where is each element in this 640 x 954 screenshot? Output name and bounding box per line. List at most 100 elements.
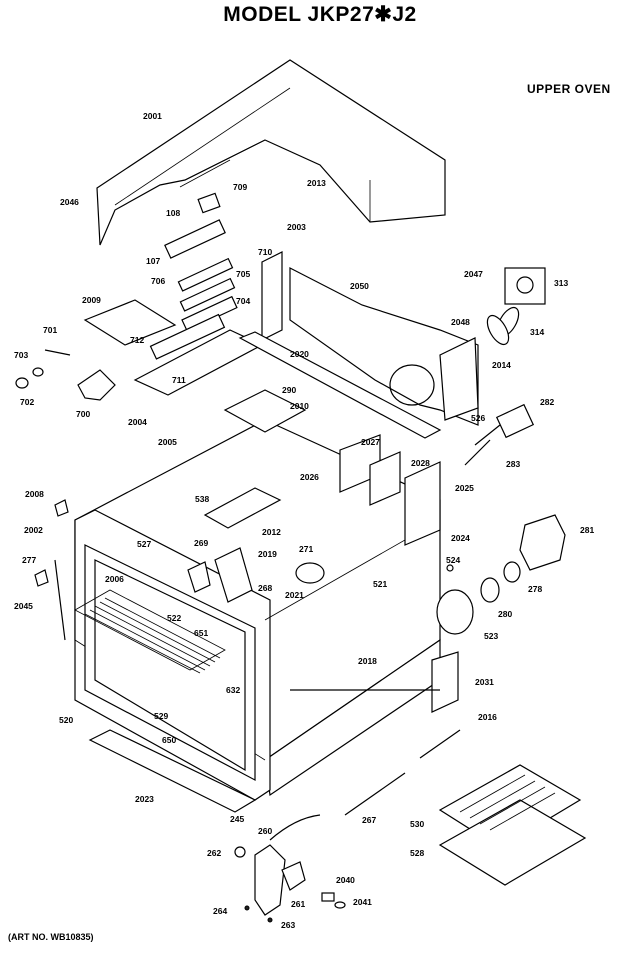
part-label-526: 526 — [471, 413, 485, 423]
part-label-704: 704 — [236, 296, 250, 306]
part-label-2008: 2008 — [25, 489, 44, 499]
part-label-651: 651 — [194, 628, 208, 638]
part-label-530: 530 — [410, 819, 424, 829]
top-panel-2001 — [96, 59, 446, 246]
part-label-2019: 2019 — [258, 549, 277, 559]
part-label-700: 700 — [76, 409, 90, 419]
part-524 — [446, 564, 454, 572]
part-label-2028: 2028 — [411, 458, 430, 468]
part-269 — [187, 561, 211, 593]
part-2031 — [431, 651, 459, 713]
part-label-2046: 2046 — [60, 197, 79, 207]
part-label-523: 523 — [484, 631, 498, 641]
part-label-277: 277 — [22, 555, 36, 565]
part-label-2010: 2010 — [290, 401, 309, 411]
part-label-282: 282 — [540, 397, 554, 407]
socket-278 — [503, 561, 521, 583]
part-label-2050: 2050 — [350, 281, 369, 291]
part-2019 — [214, 547, 253, 603]
part-label-2048: 2048 — [451, 317, 470, 327]
part-label-2027: 2027 — [361, 437, 380, 447]
part-label-2002: 2002 — [24, 525, 43, 535]
part-2040 — [321, 892, 335, 902]
part-label-650: 650 — [162, 735, 176, 745]
part-label-538: 538 — [195, 494, 209, 504]
part-label-269: 269 — [194, 538, 208, 548]
part-label-527: 527 — [137, 539, 151, 549]
part-label-2024: 2024 — [451, 533, 470, 543]
part-263 — [267, 917, 273, 923]
insulation-2009 — [83, 299, 177, 346]
bulb-280 — [480, 577, 500, 603]
part-2041 — [334, 901, 346, 909]
part-label-107: 107 — [146, 256, 160, 266]
part-label-108: 108 — [166, 208, 180, 218]
part-label-2005: 2005 — [158, 437, 177, 447]
duct-2012 — [203, 487, 282, 529]
part-label-520: 520 — [59, 715, 73, 725]
part-label-710: 710 — [258, 247, 272, 257]
part-label-711: 711 — [172, 375, 186, 385]
part-label-2031: 2031 — [475, 677, 494, 687]
panel-2014 — [439, 337, 479, 421]
part-2008 — [54, 499, 69, 517]
part-label-261: 261 — [291, 899, 305, 909]
hinge-261 — [254, 814, 321, 916]
part-label-264: 264 — [213, 906, 227, 916]
part-label-271: 271 — [299, 544, 313, 554]
model-title: MODEL JKP27✱J2 — [223, 3, 417, 26]
part-label-2004: 2004 — [128, 417, 147, 427]
element-282 — [464, 403, 535, 466]
part-labels: 2001201320467091087101072003706705205020… — [14, 111, 594, 930]
strip-2045 — [54, 559, 66, 641]
part-label-529: 529 — [154, 711, 168, 721]
part-label-2047: 2047 — [464, 269, 483, 279]
part-label-2025: 2025 — [455, 483, 474, 493]
part-label-280: 280 — [498, 609, 512, 619]
part-label-2013: 2013 — [307, 178, 326, 188]
part-701 — [44, 349, 71, 356]
part-label-267: 267 — [362, 815, 376, 825]
trim-2023 — [88, 729, 257, 813]
part-label-2014: 2014 — [492, 360, 511, 370]
part-label-632: 632 — [226, 685, 240, 695]
part-label-262: 262 — [207, 848, 221, 858]
part-label-702: 702 — [20, 397, 34, 407]
lens-523 — [436, 589, 474, 635]
part-label-528: 528 — [410, 848, 424, 858]
part-label-263: 263 — [281, 920, 295, 930]
part-label-2041: 2041 — [353, 897, 372, 907]
part-label-2009: 2009 — [82, 295, 101, 305]
part-label-701: 701 — [43, 325, 57, 335]
part-label-268: 268 — [258, 583, 272, 593]
part-label-521: 521 — [373, 579, 387, 589]
back-panel-2050 — [289, 267, 479, 426]
part-703 — [32, 367, 44, 377]
part-label-281: 281 — [580, 525, 594, 535]
part-label-2018: 2018 — [358, 656, 377, 666]
part-label-314: 314 — [530, 327, 544, 337]
part-label-278: 278 — [528, 584, 542, 594]
part-label-2012: 2012 — [262, 527, 281, 537]
part-267 — [344, 772, 406, 816]
part-label-313: 313 — [554, 278, 568, 288]
part-label-703: 703 — [14, 350, 28, 360]
part-label-2040: 2040 — [336, 875, 355, 885]
part-label-2003: 2003 — [287, 222, 306, 232]
part-277 — [34, 569, 49, 587]
panel-2003 — [261, 251, 283, 341]
part-264 — [244, 905, 250, 911]
art-number: (ART NO. WB10835) — [8, 932, 94, 942]
part-label-522: 522 — [167, 613, 181, 623]
part-label-712: 712 — [130, 335, 144, 345]
part-label-524: 524 — [446, 555, 460, 565]
part-label-2023: 2023 — [135, 794, 154, 804]
broiler-pan-530 — [438, 764, 587, 886]
part-label-245: 245 — [230, 814, 244, 824]
part-label-709: 709 — [233, 182, 247, 192]
bracket-2025 — [404, 461, 441, 546]
part-label-283: 283 — [506, 459, 520, 469]
rail-2020 — [238, 331, 442, 439]
part-702 — [15, 377, 29, 389]
